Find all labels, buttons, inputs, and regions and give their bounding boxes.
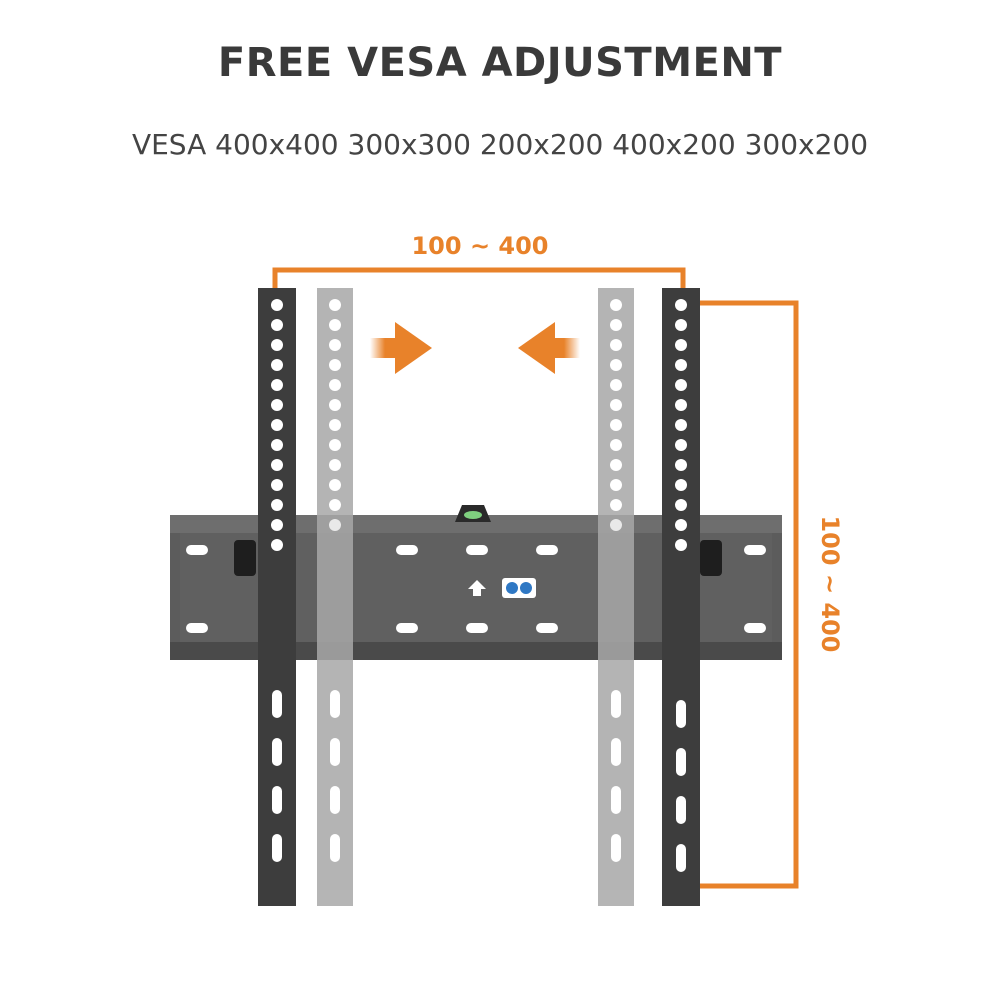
bracket-arm-right: [662, 288, 700, 906]
bubble-level-icon: [455, 505, 491, 522]
vesa-sizes: VESA 400x400 300x300 200x200 400x200 300…: [131, 128, 869, 161]
bracket-arm-right-adjusted: [598, 288, 634, 906]
arrow-right-icon: [370, 322, 432, 374]
horizontal-dimension-label: 100 ~ 400: [411, 232, 549, 260]
bracket-arm-left-adjusted: [317, 288, 353, 906]
certification-badge-icon: [502, 578, 536, 598]
up-arrow-icon: [468, 580, 486, 596]
vertical-dimension-line: [690, 300, 799, 889]
horizontal-dimension-line: [272, 267, 686, 290]
bracket-arm-left: [258, 288, 296, 906]
page-title: FREE VESA ADJUSTMENT: [217, 40, 783, 86]
arrow-left-icon: [518, 322, 580, 374]
vertical-dimension-label: 100 ~ 400: [816, 515, 844, 653]
